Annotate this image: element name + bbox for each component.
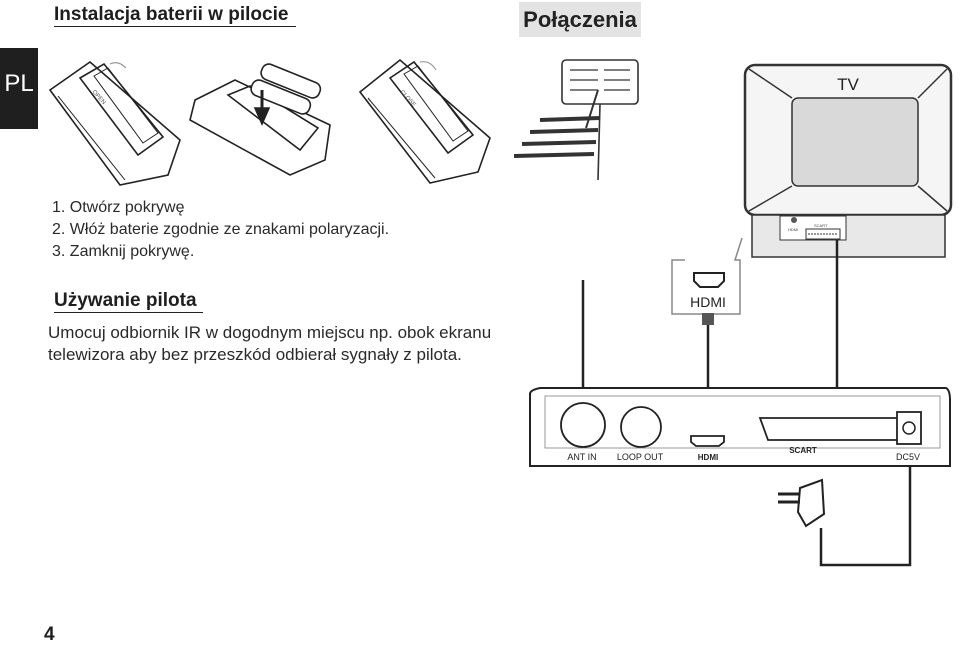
battery-step-2: 2. Włóż baterie zgodnie ze znakami polar…	[52, 221, 390, 238]
scart-port-icon	[758, 417, 915, 441]
power-adapter-icon	[778, 478, 826, 528]
remote-section-title: Używanie pilota	[54, 290, 203, 313]
page-number: 4	[44, 624, 55, 645]
port-dc-label: DC5V	[896, 452, 920, 462]
connections-title: Połączenia	[519, 2, 641, 37]
tv-port-hdmi-label: HDMI	[788, 227, 798, 232]
remote-section-text: Umocuj odbiornik IR w dogodnym miejscu n…	[48, 323, 492, 364]
port-hdmi-label: HDMI	[698, 453, 718, 462]
language-tab: PL	[0, 48, 38, 129]
hdmi-port-icon	[690, 435, 725, 447]
battery-section-title: Instalacja baterii w pilocie	[54, 4, 297, 27]
tv-icon	[743, 63, 953, 258]
port-loop-out-label: LOOP OUT	[617, 452, 664, 462]
remote-open-illustration	[48, 60, 181, 186]
battery-step-1: 1. Otwórz pokrywę	[52, 199, 185, 216]
battery-steps: 1. Otwórz pokrywę 2. Włóż baterie zgodni…	[52, 197, 389, 263]
remote-close-illustration	[358, 58, 491, 184]
hdmi-callout-label: HDMI	[690, 294, 726, 310]
tv-label: TV	[837, 75, 859, 94]
port-ant-in-label: ANT IN	[567, 452, 596, 462]
hdmi-plug-icon	[693, 272, 725, 288]
set-top-box-panel	[529, 387, 951, 467]
port-scart-label: SCART	[789, 446, 817, 455]
antenna-icon	[513, 59, 639, 181]
battery-step-3: 3. Zamknij pokrywę.	[52, 243, 195, 260]
power-cable	[819, 445, 912, 567]
remote-batteries-illustration	[189, 63, 331, 176]
tv-port-scart-label: SCART	[814, 223, 828, 228]
